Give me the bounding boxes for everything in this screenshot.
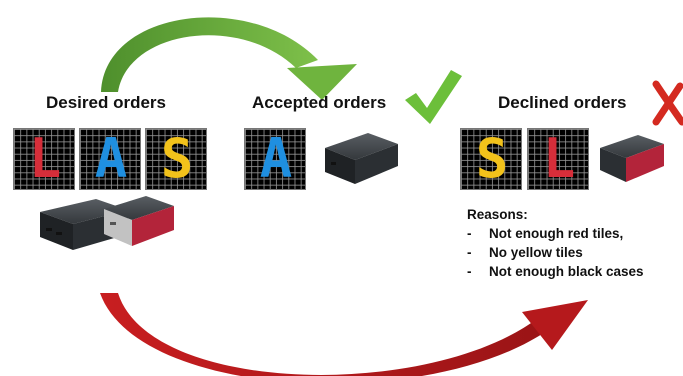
- reasons-list: Reasons: - Not enough red tiles, - No ye…: [467, 207, 644, 283]
- tile-accepted-1: A: [244, 128, 306, 190]
- reason-text: Not enough black cases: [489, 264, 644, 279]
- reason-item: - No yellow tiles: [467, 245, 644, 260]
- tile-declined-2: L: [527, 128, 589, 190]
- reason-text: No yellow tiles: [489, 245, 583, 260]
- green-arrow: [101, 17, 357, 100]
- tile-letter: A: [259, 127, 293, 190]
- reason-item: - Not enough black cases: [467, 264, 644, 279]
- tile-letter: L: [542, 127, 576, 190]
- case-red-declined: [600, 135, 664, 182]
- tile-letter: L: [28, 127, 62, 190]
- accepted-orders-heading: Accepted orders: [252, 93, 387, 112]
- cross-icon: [652, 80, 683, 126]
- reasons-title: Reasons:: [467, 207, 528, 222]
- case-red: [104, 196, 174, 246]
- reason-text: Not enough red tiles,: [489, 226, 624, 241]
- tile-desired-1: L: [13, 128, 75, 190]
- desired-orders-heading: Desired orders: [46, 93, 166, 112]
- tile-letter: S: [475, 127, 509, 190]
- reason-bullet: -: [467, 245, 472, 260]
- tile-declined-1: S: [460, 128, 522, 190]
- check-icon: [405, 70, 462, 124]
- tile-desired-2: A: [79, 128, 141, 190]
- reason-bullet: -: [467, 264, 472, 279]
- red-arrow: [100, 293, 588, 376]
- tile-letter: S: [160, 127, 194, 190]
- reason-bullet: -: [467, 226, 472, 241]
- case-black-accepted: [325, 133, 398, 184]
- reason-item: - Not enough red tiles,: [467, 226, 644, 241]
- declined-orders-heading: Declined orders: [498, 93, 627, 112]
- tile-letter: A: [94, 127, 128, 190]
- tile-desired-3: S: [145, 128, 207, 190]
